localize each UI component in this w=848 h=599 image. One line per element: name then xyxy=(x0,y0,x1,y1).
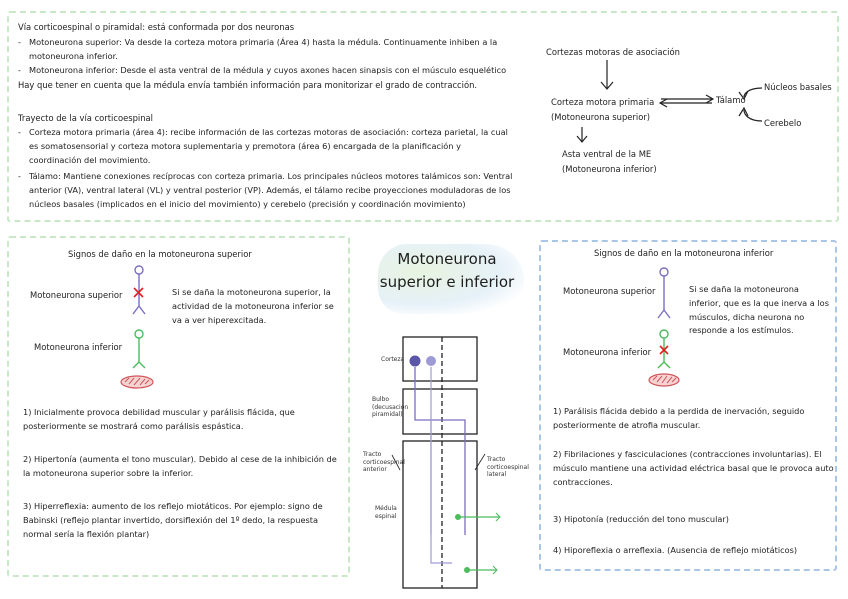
right-upper-label: Motoneurona superior xyxy=(563,286,656,296)
right-sign-4: 4) Hiporeflexia o arreflexia. (Ausencia … xyxy=(553,545,798,555)
intro-text: Vía corticoespinal o piramidal: está con… xyxy=(18,22,295,32)
anterior-tract-line-2 xyxy=(430,420,452,564)
damage-x-icon xyxy=(133,287,144,298)
damage-x-icon xyxy=(659,345,669,355)
medulla-block xyxy=(402,440,478,589)
left-lower-label: Motoneurona inferior xyxy=(34,342,123,352)
upper-neuron-icon xyxy=(657,267,671,319)
right-sign-1: 1) Parálisis flácida debido a la perdida… xyxy=(553,406,805,430)
arrow-cerebellum-to-thalamus xyxy=(743,109,763,122)
trayecto-heading: Trayecto de la vía corticoespinal xyxy=(18,113,154,123)
upper-neuron-body-1 xyxy=(409,355,421,367)
lower-neuron-icon xyxy=(132,329,146,369)
note-text: Hay que tener en cuenta que la médula en… xyxy=(18,80,478,90)
right-lower-label: Motoneurona inferior xyxy=(563,347,652,357)
flow-primary-cortex: Corteza motora primaria xyxy=(551,97,655,107)
left-neuron-diagram xyxy=(120,265,154,389)
spinal-pathway-diagram xyxy=(391,336,501,589)
right-neuron-diagram xyxy=(648,267,680,387)
flow-ventral-horn: Asta ventral de la ME xyxy=(562,149,652,159)
muscle-icon xyxy=(648,373,680,387)
bullet-lower-neuron: Motoneurona inferior: Desde el asta vent… xyxy=(18,64,509,78)
top-section xyxy=(7,11,839,222)
bullet-thalamus: Tálamo: Mantiene conexiones recíprocas c… xyxy=(18,170,517,211)
right-heading: Signos de daño en la motoneurona inferio… xyxy=(594,248,774,258)
bulbo-block xyxy=(402,388,478,435)
left-heading: Signos de daño en la motoneurona superio… xyxy=(68,249,252,259)
left-sign-2: 2) Hipertonía (aumenta el tono muscular)… xyxy=(23,454,337,478)
cortex-block xyxy=(402,336,478,382)
left-sign-3: 3) Hiperreflexia: aumento de los reflejo… xyxy=(23,501,323,539)
muscle-icon xyxy=(120,375,154,389)
right-sign-3: 3) Hipotonía (reducción del tono muscula… xyxy=(553,514,729,524)
flow-basal-nuclei: Núcleos basales xyxy=(764,82,832,92)
flow-thalamus: Tálamo xyxy=(716,95,746,105)
label-medula: Médula espinal xyxy=(375,505,397,520)
label-bulbo: Bulbo (decusación piramidal) xyxy=(372,396,409,418)
flow-ventral-horn-sub: (Motoneurona inferior) xyxy=(562,164,657,174)
upper-neuron-icon xyxy=(132,265,146,315)
upper-neuron-damage-panel xyxy=(7,236,350,577)
upper-neuron-body-2 xyxy=(426,356,436,366)
lower-neuron-damage-panel xyxy=(539,240,837,571)
flow-cerebellum: Cerebelo xyxy=(764,118,802,128)
bullet-primary-cortex: Corteza motora primaria (área 4): recibe… xyxy=(18,126,511,167)
lateral-tract-line xyxy=(414,367,466,535)
right-explanation: Si se daña la motoneurona inferior, que … xyxy=(689,284,829,336)
title-highlight xyxy=(378,244,524,314)
flow-assoc-cortex: Cortezas motoras de asociación xyxy=(546,47,680,57)
label-tracto-anterior: Tracto corticoespinal anterior xyxy=(363,451,405,473)
left-upper-label: Motoneurona superior xyxy=(30,290,123,300)
right-sign-2: 2) Fibrilaciones y fasciculaciones (cont… xyxy=(553,449,834,487)
center-title: Motoneurona superior e inferior xyxy=(379,250,515,291)
label-tracto-lateral: Tracto corticoespinal lateral xyxy=(487,456,529,478)
bullet-upper-neuron: Motoneurona superior: Va desde la cortez… xyxy=(18,36,499,64)
left-sign-1: 1) Inicialmente provoca debilidad muscul… xyxy=(23,407,295,431)
left-explanation: Si se daña la motoneurona superior, la a… xyxy=(172,287,334,325)
label-corteza: Corteza xyxy=(381,356,405,363)
flow-primary-sub: (Motoneurona superior) xyxy=(551,112,651,122)
